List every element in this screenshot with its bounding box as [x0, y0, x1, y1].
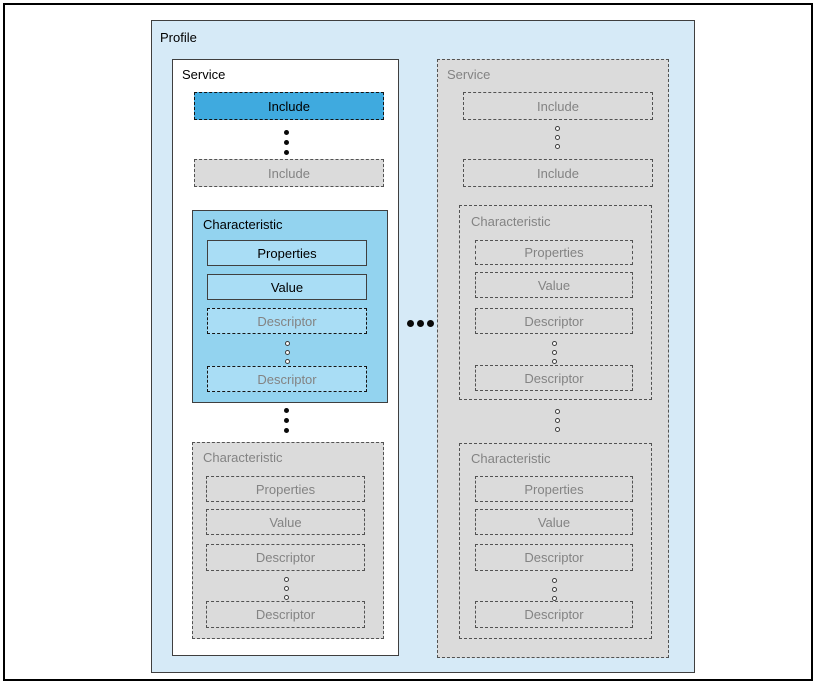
circle-icon: [555, 418, 560, 423]
dot-icon: [284, 408, 289, 413]
circle-icon: [285, 359, 290, 364]
service-label: Service: [447, 67, 491, 82]
circle-icon: [284, 586, 289, 591]
value-box: Value: [206, 509, 365, 535]
include-box-faded: Include: [463, 159, 653, 187]
properties-box: Properties: [475, 240, 633, 265]
include-box-active: Include: [194, 92, 384, 120]
circle-icon: [555, 409, 560, 414]
service-box-active: Service Include Include Characteristic P…: [172, 59, 399, 656]
descriptor-box: Descriptor: [206, 544, 365, 571]
vertical-dots-icon: [284, 130, 289, 155]
characteristic-label: Characteristic: [203, 450, 283, 465]
dot-icon: [284, 130, 289, 135]
value-box: Value: [475, 509, 633, 535]
circle-icon: [285, 350, 290, 355]
characteristic-box-faded: Characteristic Properties Value Descript…: [459, 205, 652, 400]
service-label: Service: [182, 67, 226, 82]
vertical-circles-icon: [284, 577, 289, 600]
outer-frame: [3, 3, 813, 681]
characteristic-label: Characteristic: [203, 217, 283, 232]
circle-icon: [555, 135, 560, 140]
circle-icon: [555, 144, 560, 149]
circle-icon: [552, 359, 557, 364]
include-box-faded: Include: [463, 92, 653, 120]
characteristic-box-faded: Characteristic Properties Value Descript…: [192, 442, 384, 639]
descriptor-box: Descriptor: [207, 366, 367, 392]
circle-icon: [552, 587, 557, 592]
characteristic-box-faded: Characteristic Properties Value Descript…: [459, 443, 652, 639]
dot-icon: [284, 428, 289, 433]
horizontal-dots-icon: [407, 320, 434, 327]
descriptor-box: Descriptor: [475, 544, 633, 571]
dot-icon: [417, 320, 424, 327]
vertical-circles-icon: [555, 409, 560, 432]
properties-box: Properties: [206, 476, 365, 502]
profile-container: Profile Service Include Include Characte…: [151, 20, 695, 673]
characteristic-label: Characteristic: [471, 451, 551, 466]
circle-icon: [284, 577, 289, 582]
dot-icon: [284, 140, 289, 145]
characteristic-label: Characteristic: [471, 214, 551, 229]
properties-box: Properties: [207, 240, 367, 266]
circle-icon: [552, 341, 557, 346]
vertical-dots-icon: [284, 408, 289, 433]
descriptor-box: Descriptor: [475, 365, 633, 391]
properties-box: Properties: [475, 476, 633, 502]
vertical-circles-icon: [555, 126, 560, 149]
descriptor-box: Descriptor: [475, 308, 633, 334]
dot-icon: [407, 320, 414, 327]
value-box: Value: [207, 274, 367, 300]
vertical-circles-icon: [285, 341, 290, 364]
dot-icon: [427, 320, 434, 327]
circle-icon: [552, 350, 557, 355]
dot-icon: [284, 150, 289, 155]
vertical-circles-icon: [552, 341, 557, 364]
circle-icon: [555, 126, 560, 131]
descriptor-box: Descriptor: [206, 601, 365, 628]
descriptor-box: Descriptor: [475, 601, 633, 628]
circle-icon: [555, 427, 560, 432]
circle-icon: [285, 341, 290, 346]
vertical-circles-icon: [552, 578, 557, 601]
profile-label: Profile: [160, 30, 197, 45]
characteristic-box-active: Characteristic Properties Value Descript…: [192, 210, 388, 403]
value-box: Value: [475, 272, 633, 298]
circle-icon: [552, 596, 557, 601]
include-box-faded: Include: [194, 159, 384, 187]
dot-icon: [284, 418, 289, 423]
service-box-faded: Service Include Include Characteristic P…: [437, 59, 669, 658]
circle-icon: [284, 595, 289, 600]
descriptor-box: Descriptor: [207, 308, 367, 334]
circle-icon: [552, 578, 557, 583]
